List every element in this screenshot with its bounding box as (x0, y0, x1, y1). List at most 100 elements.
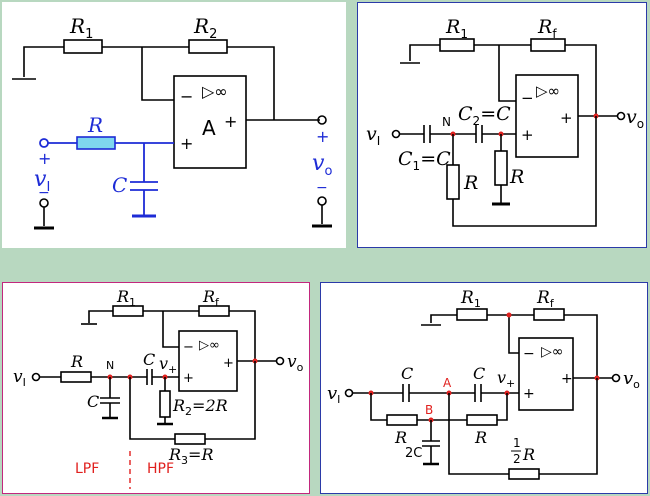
opamp-minus: − (521, 89, 534, 107)
resistor-r-shunt (446, 164, 460, 200)
input-terminal (39, 138, 49, 148)
wire (497, 393, 508, 421)
opamp-out-plus: + (224, 112, 237, 131)
wire (508, 315, 519, 354)
opamp-infinity: ▷∞ (536, 82, 560, 100)
input-terminal (344, 388, 354, 398)
label-node-a: A (443, 376, 452, 390)
label-2c: 2C (405, 446, 422, 461)
label-rf: Rf (537, 16, 557, 41)
resistor-r3 (174, 433, 206, 445)
label-r1: R1 (445, 16, 468, 41)
opamp-block (178, 330, 238, 392)
label-r-left: R (394, 428, 407, 447)
opamp-minus: − (183, 340, 194, 355)
resistor-r (60, 371, 92, 383)
label-c-series: C (143, 350, 155, 369)
label-r: R (87, 113, 103, 137)
label-half-den: 2 (513, 452, 521, 466)
label-c-shunt: C (87, 392, 99, 411)
opamp-out-plus: + (223, 356, 234, 371)
label-rf: Rf (202, 287, 220, 309)
opamp-infinity: ▷∞ (541, 344, 563, 360)
output-terminal (616, 111, 626, 121)
opamp-minus: − (180, 87, 193, 106)
vout-plus: + (316, 127, 329, 146)
wire (565, 44, 597, 116)
resistor-rf (533, 308, 565, 321)
output-ground-terminal (317, 196, 327, 206)
label-vplus: v+ (497, 368, 515, 390)
label-lpf: LPF (75, 461, 99, 477)
resistor-r-left (386, 414, 418, 426)
resistor-half-r (508, 468, 540, 480)
wire (162, 311, 179, 348)
input-terminal (31, 372, 41, 382)
wire (227, 46, 275, 120)
label-r1: R1 (69, 14, 93, 42)
label-c-right: C (473, 364, 485, 383)
vin-minus: − (38, 185, 50, 201)
label-node-n: N (442, 115, 451, 129)
output-terminal (317, 115, 327, 125)
wire (88, 310, 113, 323)
label-r-right: R (474, 428, 487, 447)
label-r-ground: R (509, 166, 524, 188)
resistor-r1 (112, 305, 144, 317)
label-r1: R1 (116, 287, 136, 309)
label-c: C (112, 173, 127, 197)
label-vout: vo (626, 106, 644, 131)
highpass-schematic: R1 Rf ▷∞ − + + vI vo N C1=C C2=C R R (366, 16, 644, 227)
input-ground-terminal (39, 198, 49, 208)
wire (539, 378, 598, 475)
label-c-left: C (401, 364, 413, 383)
wire (229, 310, 256, 361)
node-dot (506, 312, 512, 318)
resistor-r2 (159, 390, 171, 418)
wire (370, 393, 387, 421)
label-vin: vI (13, 367, 26, 389)
label-vin: vI (327, 383, 340, 406)
label-node-b: B (425, 403, 433, 417)
label-hpf: HPF (147, 461, 174, 477)
resistor-r2 (188, 39, 228, 54)
label-vin: vI (366, 123, 380, 148)
label-r: R (70, 352, 83, 371)
opamp-plus: + (183, 371, 194, 386)
bandstop-schematic: R1 Rf ▷∞ − + + vI vo C C A B v+ R R 2C 1… (327, 288, 640, 480)
label-c2: C2=C (458, 103, 511, 128)
opamp-out-plus: + (560, 109, 573, 127)
label-r2: R2=2R (172, 396, 228, 418)
opamp-plus: + (523, 386, 535, 402)
wire (452, 116, 597, 227)
label-vout: vo (287, 352, 304, 374)
resistor-r1 (456, 308, 488, 321)
resistor-r-right (466, 414, 498, 426)
label-r2: R2 (193, 14, 217, 42)
resistor-r (76, 136, 116, 150)
wire (409, 44, 440, 61)
lowpass-schematic: R1 R2 R C ▷∞ − + + A + vI − + vo − (12, 14, 332, 230)
resistor-rf (198, 305, 230, 317)
label-r-shunt: R (463, 172, 478, 194)
opamp-block (518, 337, 574, 411)
label-half-r: R (522, 445, 535, 464)
wire (141, 47, 174, 101)
wire (564, 314, 598, 378)
opamp-plus: + (521, 126, 534, 144)
label-vout: vo (312, 151, 332, 179)
output-terminal (275, 356, 285, 366)
vout-minus: − (316, 180, 328, 196)
opamp-label: A (202, 116, 216, 140)
output-terminal (611, 373, 621, 383)
vin-plus: + (38, 149, 51, 168)
panel-bandstop-circuit: R1 Rf ▷∞ − + + vI vo C C A B v+ R R 2C 1… (320, 282, 648, 494)
label-vplus: v+ (159, 354, 177, 376)
resistor-r1 (439, 38, 475, 52)
label-half-num: 1 (513, 436, 521, 450)
wire (129, 377, 175, 440)
input-terminal (391, 129, 401, 139)
bandpass-schematic: R1 Rf ▷∞ − + + vI vo R N C C v+ R2=2R R3… (13, 287, 304, 489)
label-node-n: N (106, 359, 114, 372)
opamp-minus: − (523, 346, 535, 362)
